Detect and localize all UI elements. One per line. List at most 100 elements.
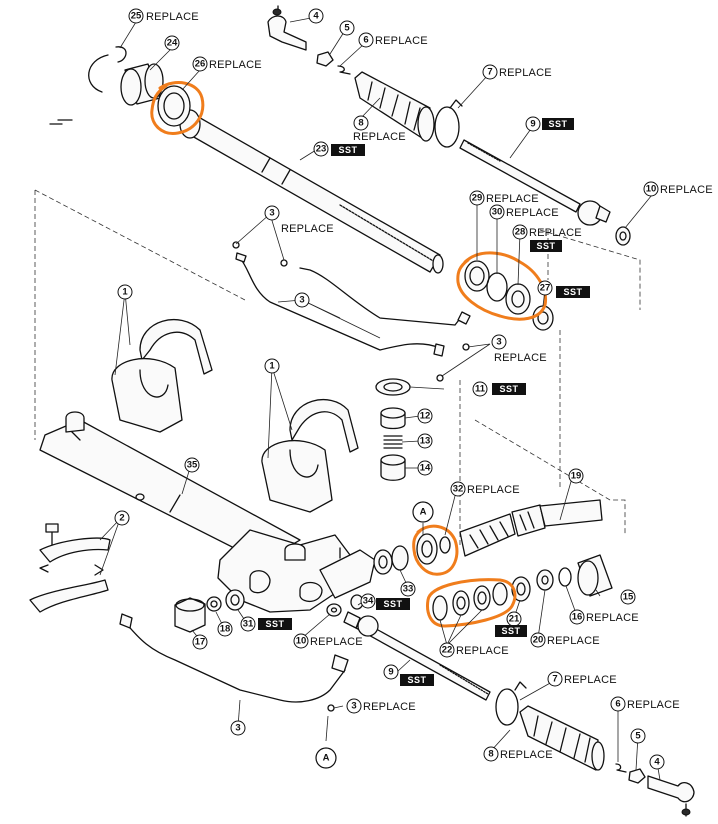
claw-washer-upper (615, 226, 631, 246)
sst-text: SST (499, 384, 518, 394)
replace-label-7-lower: REPLACE (564, 674, 617, 686)
stray-mark (49, 119, 73, 125)
replace-label-3-right: REPLACE (494, 352, 547, 364)
callout-number: 12 (420, 411, 431, 422)
callout-1-right: 1 (264, 358, 280, 374)
hydraulic-line-lower (119, 613, 349, 703)
callout-number: 4 (313, 11, 319, 22)
boot-clamp-lower (495, 681, 527, 726)
callout-number: 3 (299, 295, 304, 306)
callout-number: 11 (475, 384, 486, 395)
o-ring-30 (486, 272, 508, 302)
sst-text: SST (548, 119, 567, 129)
rack-boot-lower (519, 705, 605, 771)
replace-label-25: REPLACE (146, 11, 199, 23)
sst-text: SST (338, 145, 357, 155)
tie-rod-lower (343, 611, 491, 701)
callout-number: 35 (187, 460, 198, 471)
tube-mount-clamp (29, 523, 111, 613)
highlight-seals-29-30-28 (456, 251, 548, 321)
callout-4-upper: 4 (308, 8, 324, 24)
reference-letter: A (420, 507, 427, 518)
callout-number: 7 (552, 674, 557, 685)
sst-badge-21: SST (495, 625, 527, 637)
callout-number: 25 (131, 11, 142, 22)
callout-15: 15 (620, 589, 636, 605)
cotter-pin-upper (337, 65, 351, 75)
boot-clamp-upper (434, 99, 463, 148)
callout-number: 26 (195, 59, 206, 70)
leader-lines (99, 17, 661, 781)
nut-lower (628, 768, 646, 784)
replace-label-3-lower: REPLACE (363, 701, 416, 713)
sst-badges: SST SST SST SST SST SST SST SST SST (258, 118, 590, 686)
callout-number: 29 (472, 193, 483, 204)
callout-number: 4 (654, 757, 660, 768)
callout-29: 29 (469, 190, 485, 206)
callout-19: 19 (568, 468, 584, 484)
mount-bracket-left (111, 319, 213, 433)
replace-label-8-lower: REPLACE (500, 749, 553, 761)
callout-number: 3 (351, 701, 356, 712)
callout-number: 30 (492, 207, 503, 218)
callout-13: 13 (417, 433, 433, 449)
replace-label-32: REPLACE (467, 484, 520, 496)
rack-seal-28 (505, 283, 531, 315)
callout-number: 10 (646, 184, 657, 195)
sst-text: SST (265, 619, 284, 629)
cap-15 (577, 554, 613, 597)
callout-12: 12 (417, 408, 433, 424)
callout-number: 3 (269, 208, 274, 219)
callout-number: 19 (571, 471, 582, 482)
sst-badge-9-upper: SST (542, 118, 574, 130)
reference-a-lower: A (315, 747, 337, 769)
tie-rod-upper (459, 139, 611, 226)
callout-number: 15 (623, 592, 634, 603)
mount-bracket-right (261, 399, 359, 513)
sst-text: SST (536, 241, 555, 251)
rack-guide-spring (383, 435, 403, 449)
sst-text: SST (383, 599, 402, 609)
rack-boot-upper (354, 71, 435, 142)
callout-number: 9 (388, 667, 393, 678)
callout-number: 5 (344, 23, 350, 34)
callout-21: 21 (506, 611, 522, 627)
callout-28: 28 (512, 224, 528, 240)
replace-label-29: REPLACE (486, 193, 539, 205)
callout-9-upper: 9 (525, 116, 541, 132)
rack-guide-lock-nut (375, 378, 411, 396)
callout-3-low-left: 3 (230, 720, 246, 736)
replace-label-6-upper: REPLACE (375, 35, 428, 47)
rack-housing-upper (179, 109, 444, 274)
callout-7-upper: 7 (482, 64, 498, 80)
callout-8-upper: 8 (353, 115, 369, 131)
plug-17 (174, 597, 206, 633)
callout-10-upper: 10 (643, 181, 659, 197)
spacer-20 (536, 569, 554, 591)
sst-badge-34: SST (376, 598, 410, 610)
callout-10-lower: 10 (293, 633, 309, 649)
callout-3-low-right: 3 (346, 698, 362, 714)
sst-badge-9-lower: SST (400, 674, 434, 686)
callout-number: 13 (420, 436, 431, 447)
sst-badge-31: SST (258, 618, 292, 630)
sst-text: SST (563, 287, 582, 297)
callout-number: 27 (540, 283, 551, 294)
callout-35: 35 (184, 457, 200, 473)
callout-30: 30 (489, 204, 505, 220)
callout-number: 28 (515, 227, 526, 238)
rack-guide-plug (380, 407, 406, 430)
callout-14: 14 (417, 460, 433, 476)
callout-3-top: 3 (264, 205, 280, 221)
replace-label-30: REPLACE (506, 207, 559, 219)
callout-26: 26 (192, 56, 208, 72)
o-ring-3-lower (327, 704, 335, 712)
replace-label-8-upper: REPLACE (353, 131, 406, 143)
callout-11: 11 (472, 381, 488, 397)
callout-number: 3 (235, 723, 240, 734)
replace-label-10-lower: REPLACE (310, 636, 363, 648)
nut-upper (316, 51, 334, 67)
callout-number: 8 (488, 749, 493, 760)
pinion-bearing-33 (373, 545, 409, 575)
callout-6-upper: 6 (358, 32, 374, 48)
